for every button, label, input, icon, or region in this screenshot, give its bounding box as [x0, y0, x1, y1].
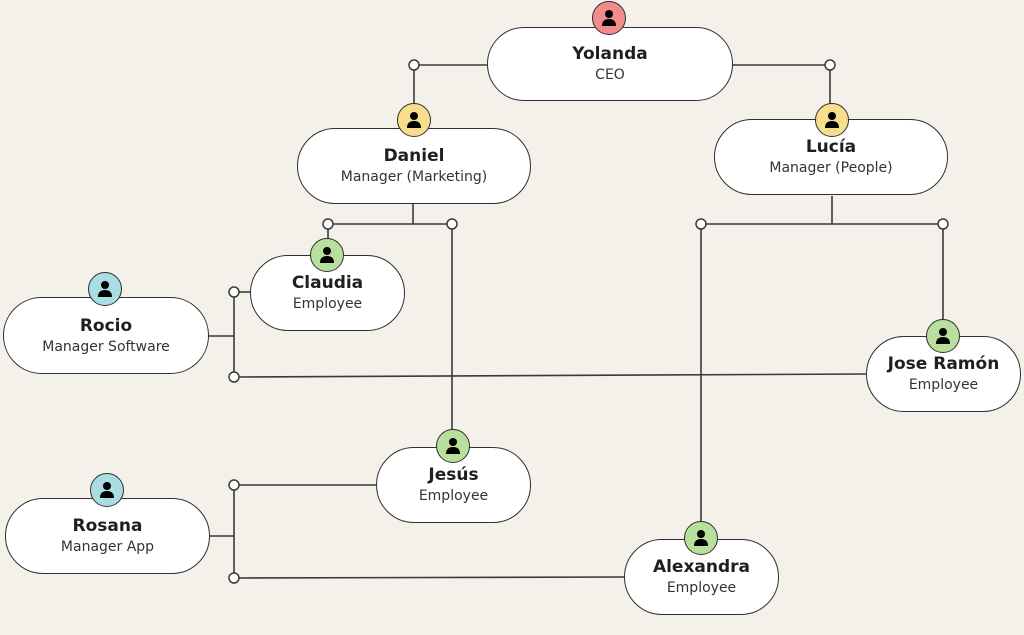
- node-name: Daniel: [383, 146, 445, 166]
- connector-yolanda-daniel: [413, 64, 488, 104]
- node-name: Jesús: [428, 465, 479, 485]
- node-role: Manager Software: [42, 338, 170, 355]
- person-icon: [397, 103, 431, 137]
- connector-dot: [695, 218, 707, 230]
- node-name: Rosana: [72, 516, 143, 536]
- person-icon: [815, 103, 849, 137]
- node-role: Manager (People): [769, 160, 893, 176]
- node-name: Claudia: [291, 273, 364, 293]
- connector-dot: [228, 371, 240, 383]
- node-rosana[interactable]: Rosana Manager App: [5, 498, 210, 574]
- connector-dot: [322, 218, 334, 230]
- node-role: Employee: [908, 377, 979, 393]
- connector-dot: [408, 59, 420, 71]
- node-yolanda[interactable]: Yolanda CEO: [487, 27, 733, 101]
- connector-yolanda-lucia: [732, 64, 831, 104]
- connector-dot: [228, 479, 240, 491]
- person-icon: [436, 429, 470, 463]
- person-icon: [88, 272, 122, 306]
- person-icon: [592, 1, 626, 35]
- node-rocio[interactable]: Rocio Manager Software: [3, 297, 209, 374]
- connector-rosana-alexandra: [233, 576, 625, 579]
- node-name: Yolanda: [572, 44, 648, 64]
- connector-dot: [824, 59, 836, 71]
- person-icon: [90, 473, 124, 507]
- node-role: Employee: [666, 580, 737, 596]
- person-icon: [926, 319, 960, 353]
- node-name: Alexandra: [652, 557, 751, 577]
- connector-dot: [228, 286, 240, 298]
- node-name: Rocio: [79, 315, 133, 336]
- person-icon: [310, 238, 344, 272]
- connector-dot: [446, 218, 458, 230]
- node-name: Lucía: [805, 137, 857, 157]
- connector-dot: [228, 572, 240, 584]
- connector-dot: [937, 218, 949, 230]
- node-role: CEO: [595, 67, 625, 83]
- node-role: Manager (Marketing): [340, 169, 488, 185]
- node-name: Jose Ramón: [887, 354, 1000, 374]
- person-icon: [684, 521, 718, 555]
- node-role: Manager App: [60, 539, 155, 555]
- node-role: Employee: [292, 296, 363, 312]
- connector-rocio-jose: [233, 373, 867, 378]
- node-role: Employee: [418, 488, 489, 504]
- node-daniel[interactable]: Daniel Manager (Marketing): [297, 128, 531, 204]
